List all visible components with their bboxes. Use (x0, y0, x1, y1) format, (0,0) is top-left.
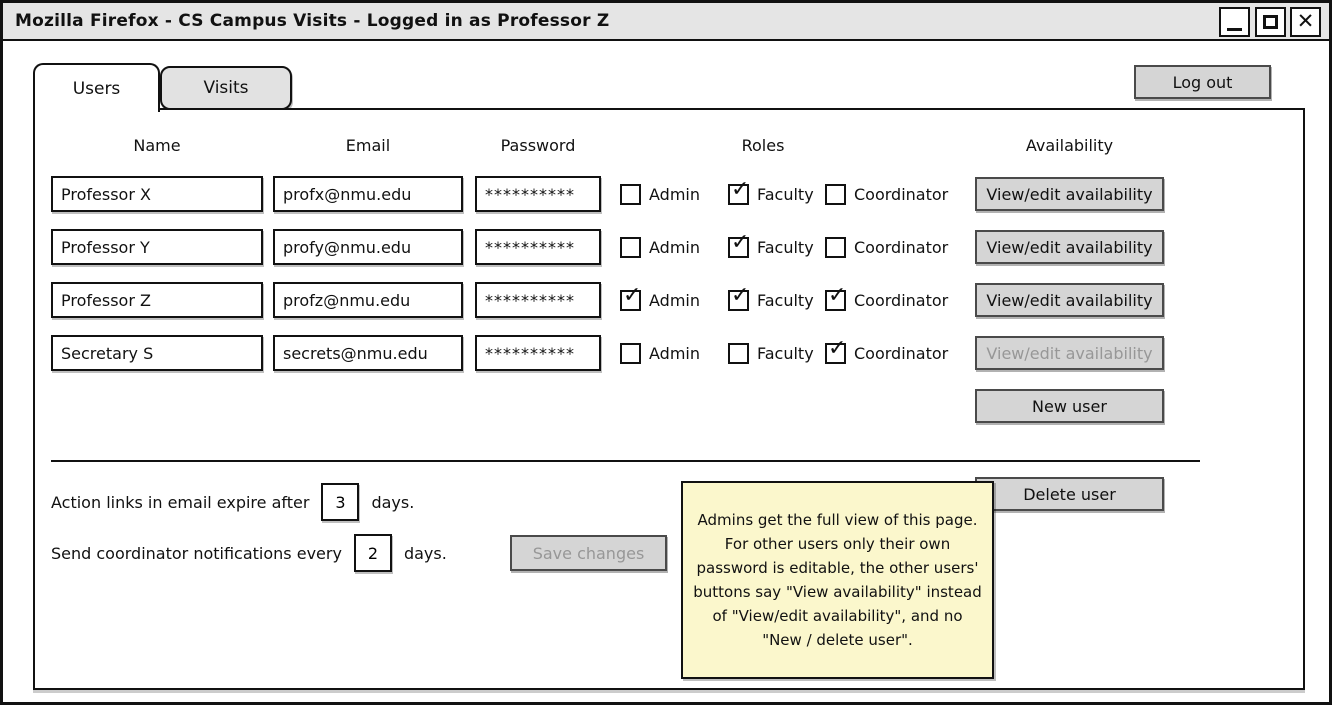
notification-days-input[interactable] (353, 534, 392, 572)
logout-button[interactable]: Log out (1134, 65, 1271, 99)
tab-users-label: Users (72, 78, 121, 99)
column-header-roles: Roles (741, 136, 785, 155)
maximize-icon (1263, 15, 1278, 29)
expire-setting-suffix: days. (371, 492, 415, 512)
faculty-checkbox-label: Faculty (757, 344, 814, 363)
admin-checkbox[interactable] (620, 184, 641, 205)
password-input[interactable] (475, 335, 601, 371)
email-input[interactable] (273, 282, 463, 318)
minimize-icon (1227, 27, 1242, 31)
email-input[interactable] (273, 229, 463, 265)
save-changes-button[interactable]: Save changes (510, 535, 667, 571)
admin-checkbox-label: Admin (649, 291, 700, 310)
coordinator-checkbox-label: Coordinator (854, 238, 949, 257)
close-button[interactable]: ✕ (1290, 7, 1321, 37)
coordinator-checkbox[interactable] (825, 288, 846, 311)
view-edit-availability-button[interactable]: View/edit availability (975, 230, 1164, 264)
name-input[interactable] (51, 335, 263, 371)
coordinator-checkbox[interactable] (825, 341, 846, 364)
faculty-checkbox[interactable] (728, 288, 749, 311)
section-divider (51, 460, 1200, 462)
faculty-checkbox-label: Faculty (757, 238, 814, 257)
window-title: Mozilla Firefox - CS Campus Visits - Log… (15, 11, 610, 31)
minimize-button[interactable] (1219, 7, 1250, 37)
coordinator-checkbox-label: Coordinator (854, 291, 949, 310)
password-input[interactable] (475, 282, 601, 318)
admin-checkbox-label: Admin (649, 185, 700, 204)
faculty-checkbox[interactable] (728, 235, 749, 258)
admin-checkbox[interactable] (620, 288, 641, 311)
view-edit-availability-button[interactable]: View/edit availability (975, 336, 1164, 370)
faculty-checkbox[interactable] (728, 343, 749, 364)
tab-visits[interactable]: Visits (160, 66, 292, 110)
delete-user-button[interactable]: Delete user (975, 477, 1164, 511)
coordinator-checkbox-label: Coordinator (854, 344, 949, 363)
expire-setting-row: Action links in email expire after days. (51, 483, 414, 521)
password-input[interactable] (475, 229, 601, 265)
title-bar: Mozilla Firefox - CS Campus Visits - Log… (3, 3, 1329, 41)
faculty-checkbox-label: Faculty (757, 291, 814, 310)
faculty-checkbox[interactable] (728, 182, 749, 205)
password-input[interactable] (475, 176, 601, 212)
admin-checkbox-label: Admin (649, 238, 700, 257)
coordinator-checkbox-label: Coordinator (854, 185, 949, 204)
view-edit-availability-button[interactable]: View/edit availability (975, 177, 1164, 211)
name-input[interactable] (51, 229, 263, 265)
notification-setting-prefix: Send coordinator notifications every (51, 543, 342, 563)
new-user-button[interactable]: New user (975, 389, 1164, 423)
admin-checkbox-label: Admin (649, 344, 700, 363)
expire-setting-prefix: Action links in email expire after (51, 492, 310, 512)
column-header-availability: Availability (1025, 136, 1114, 155)
expire-days-input[interactable] (321, 483, 360, 521)
annotation-note-text: Admins get the full view of this page. F… (693, 511, 982, 649)
faculty-checkbox-label: Faculty (757, 185, 814, 204)
close-icon: ✕ (1296, 8, 1315, 33)
view-edit-availability-button[interactable]: View/edit availability (975, 283, 1164, 317)
column-header-email: Email (345, 136, 391, 155)
name-input[interactable] (51, 282, 263, 318)
email-input[interactable] (273, 176, 463, 212)
tab-visits-label: Visits (203, 78, 249, 98)
notification-setting-suffix: days. (403, 543, 447, 563)
annotation-note: Admins get the full view of this page. F… (681, 481, 994, 679)
tab-users[interactable]: Users (33, 63, 160, 112)
column-header-password: Password (500, 136, 576, 155)
coordinator-checkbox[interactable] (825, 184, 846, 205)
name-input[interactable] (51, 176, 263, 212)
email-input[interactable] (273, 335, 463, 371)
column-header-name: Name (133, 136, 181, 155)
notification-setting-row: Send coordinator notifications every day… (51, 534, 447, 572)
maximize-button[interactable] (1255, 7, 1286, 37)
admin-checkbox[interactable] (620, 237, 641, 258)
coordinator-checkbox[interactable] (825, 237, 846, 258)
admin-checkbox[interactable] (620, 343, 641, 364)
